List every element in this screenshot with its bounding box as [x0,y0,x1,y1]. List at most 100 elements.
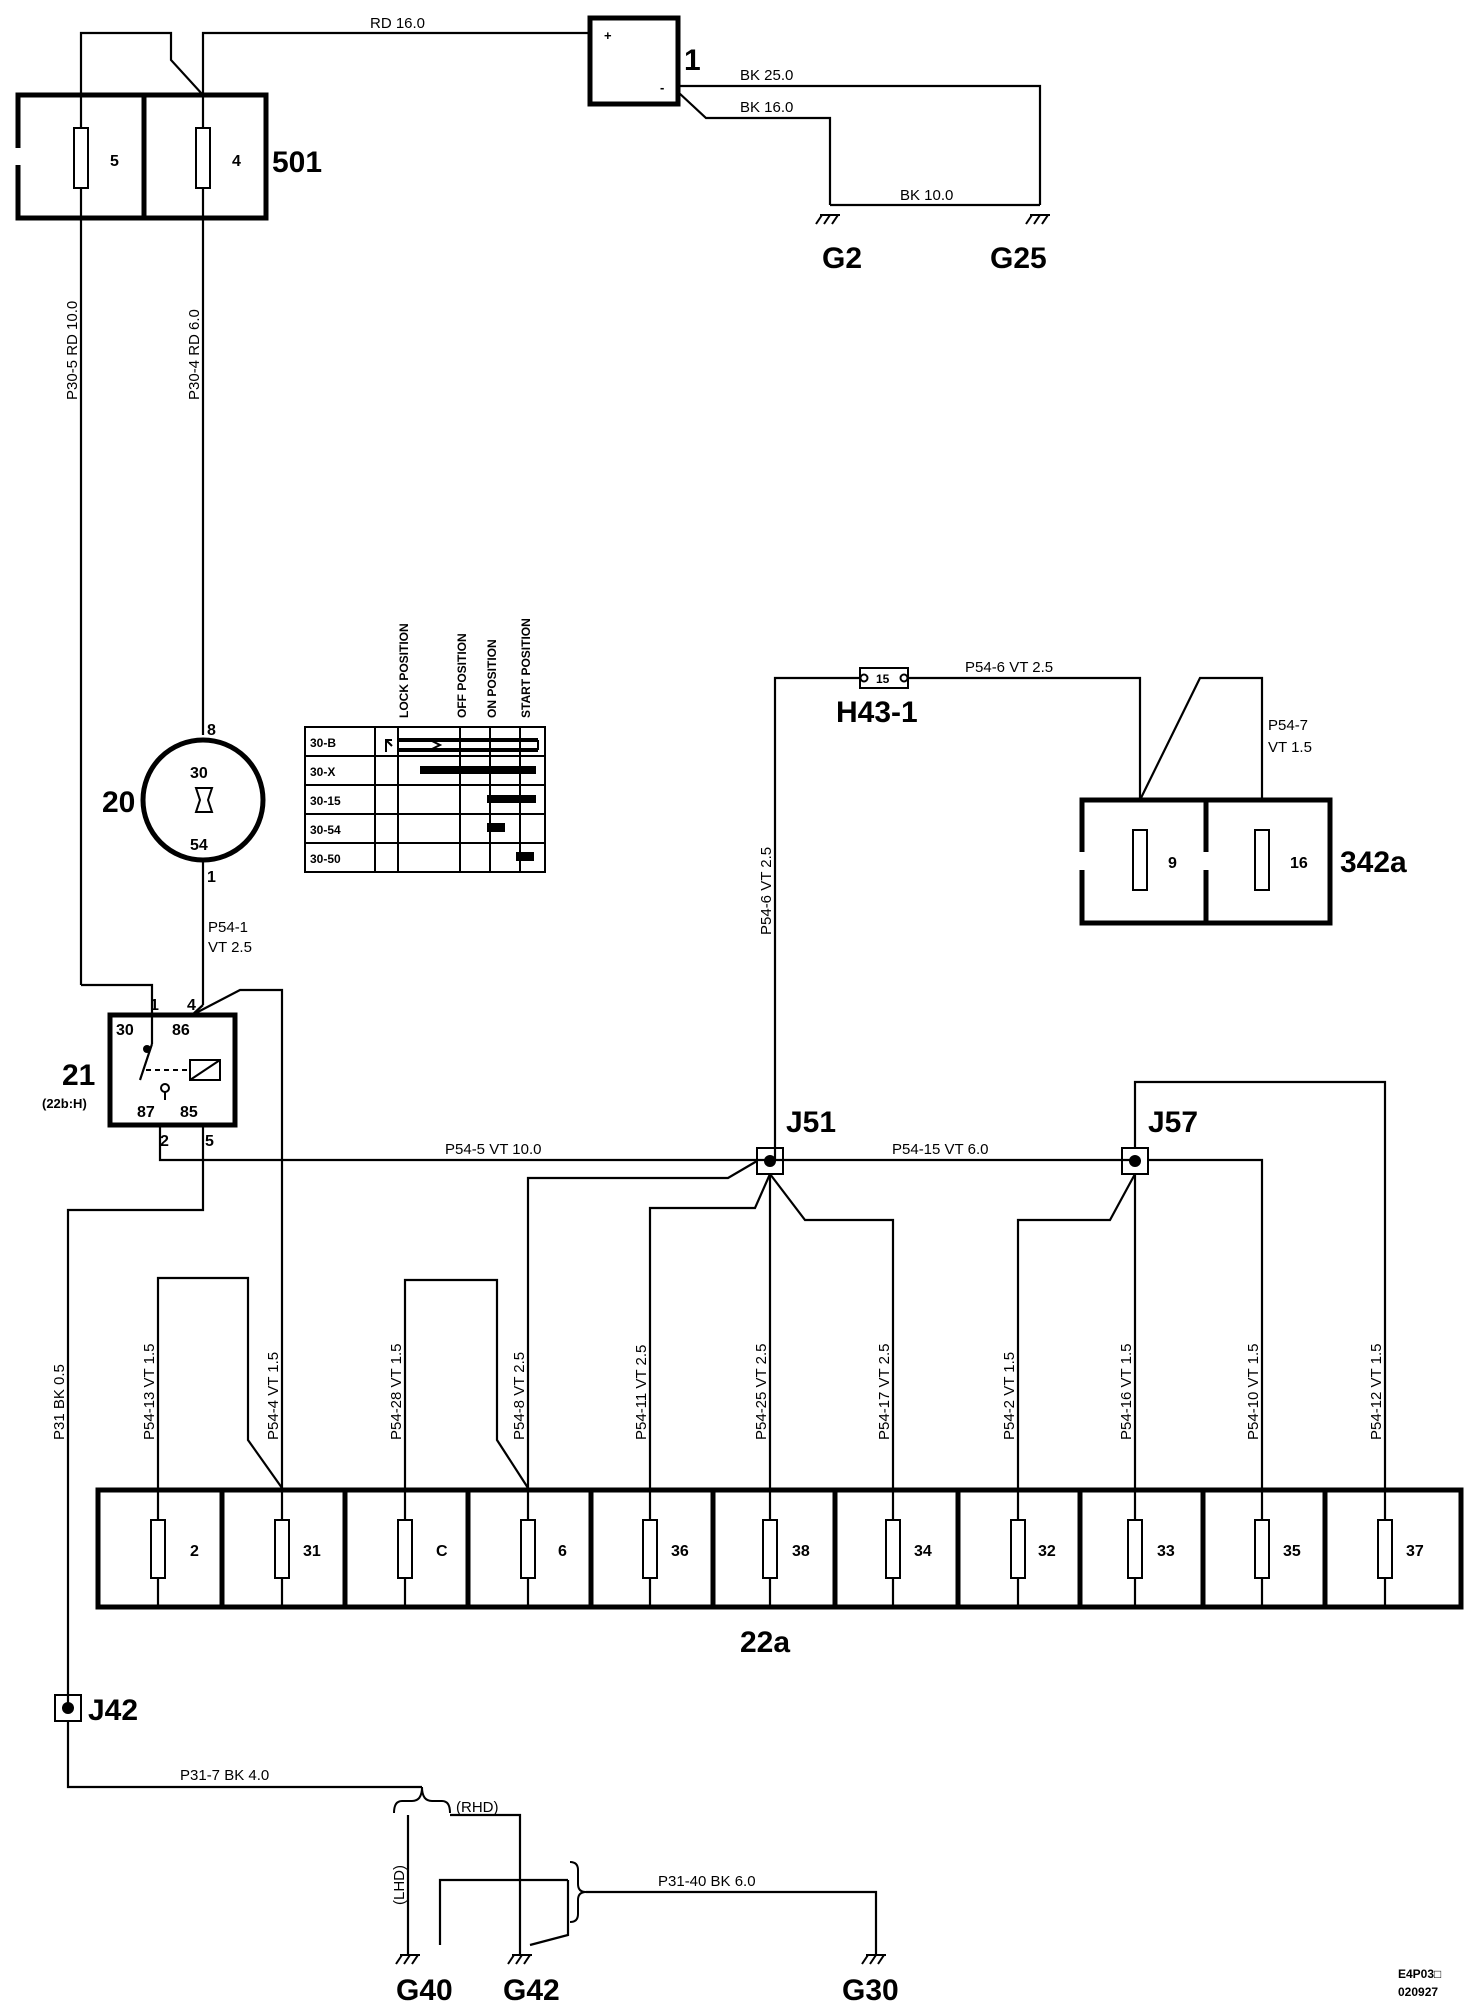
ground-g30-label: G30 [842,1974,899,2007]
wire-p54-16-label: P54-16 VT 1.5 [1118,1344,1135,1440]
doc-code-line1: E4P03□ [1398,1967,1441,1981]
ground-g25-symbol [1025,214,1050,225]
wire-p31-7-label: P31-7 BK 4.0 [180,1767,269,1784]
fuse-22a-37-label: 37 [1406,1543,1424,1560]
ignition-switch: 30 54 8 1 20 P54-1 VT 2.5 [102,722,266,1005]
switch-position-table: 30-B 30-X 30-15 30-54 30-50 LOCK POSITIO… [304,618,546,873]
fuse-22a-38 [762,1488,778,1607]
fuse-22a-33-label: 33 [1157,1543,1175,1560]
wire-p54-8-label: P54-8 VT 2.5 [511,1352,528,1440]
relay-label: 21 [62,1059,95,1092]
ground-g2-symbol [815,214,840,225]
relay-pin4: 4 [187,997,196,1014]
fuse-22a-c [397,1488,413,1607]
ground-g40-label: G40 [396,1974,453,2007]
fusebox-342a-section: 15 H43-1 P54-6 VT 2.5 P54-6 VT 2.5 P54-7… [758,659,1407,1160]
battery-label: 1 [684,44,701,77]
fuse-22a-31 [274,1488,290,1607]
row-3015: 30-15 [310,794,341,808]
variant-lhd-label: (LHD) [391,1865,408,1905]
junction-j42-label: J42 [88,1694,138,1727]
fuse-22a-32 [1010,1488,1026,1607]
ground-g42-label: G42 [503,1974,560,2007]
row-3050: 30-50 [310,852,341,866]
relay-t86: 86 [172,1022,190,1039]
wire-p54-28-label: P54-28 VT 1.5 [388,1344,405,1440]
fuse-22a-32-label: 32 [1038,1543,1056,1560]
wire-rd16-label: RD 16.0 [370,15,425,32]
row-30b: 30-B [310,736,336,750]
fuse-22a-c-label: C [436,1543,448,1560]
junction-bus: P54-5 VT 10.0 P54-15 VT 6.0 J51 J57 [156,1080,1387,1489]
fuse-22a-36 [642,1488,658,1607]
fuse-501-4 [195,127,211,189]
fuse-22a-2-label: 2 [190,1543,199,1560]
wire-p54-11-label: P54-11 VT 2.5 [633,1345,650,1440]
fuse-22a-34-label: 34 [914,1543,932,1560]
fuse-501-5-label: 5 [110,153,119,170]
relay-21: 30 86 87 85 1 4 2 5 21 (22b:H) P31 BK 0.… [42,983,765,1710]
wire-p31-label: P31 BK 0.5 [51,1364,68,1440]
relay-t87: 87 [137,1104,155,1121]
wire-bk16-label: BK 16.0 [740,99,793,116]
fuse-501-4-label: 4 [232,153,241,170]
ground-section: J42 P31-7 BK 4.0 (RHD) (LHD) P31-40 BK 6… [54,1694,899,2007]
fusebox-22a: 2 31 C 6 36 38 34 32 33 35 37 22a [95,1487,1464,1659]
battery-plus: + [604,28,612,43]
battery-minus: - [660,80,664,95]
fuse-342a-9-label: 9 [1168,855,1177,872]
wire-p30-4-label: P30-4 RD 6.0 [186,309,203,400]
fuse-h43-num: 15 [876,672,890,686]
feed-wires: P30-5 RD 10.0 P30-4 RD 6.0 [64,188,205,985]
wire-p31-40-label: P31-40 BK 6.0 [658,1873,756,1890]
battery-section: 5 4 501 RD 16.0 + - 1 BK 25.0 BK 16.0 BK… [14,15,1050,275]
wire-labels-22a: P54-13 VT 1.5 P54-4 VT 1.5 P54-28 VT 1.5… [141,1344,1385,1440]
fuse-22a-35 [1254,1488,1270,1607]
wire-p54-2-label: P54-2 VT 1.5 [1001,1352,1018,1440]
wire-p54-7-label-a: P54-7 [1268,717,1308,734]
wire-bk10-label: BK 10.0 [900,187,953,204]
variant-rhd-label: (RHD) [456,1799,499,1816]
relay-pin2: 2 [160,1133,169,1150]
wire-p54-1-label-a: P54-1 [208,919,248,936]
wire-p54-12-label: P54-12 VT 1.5 [1368,1344,1385,1440]
fuse-22a-6-label: 6 [558,1543,567,1560]
fusebox-501-label: 501 [272,146,322,179]
junction-j57-label: J57 [1148,1106,1198,1139]
battery [587,15,681,107]
fuse-22a-2 [150,1488,166,1607]
ignition-label: 20 [102,786,135,819]
fuse-22a-34 [885,1488,901,1607]
fuse-22a-36-label: 36 [671,1543,689,1560]
wire-p54-6-label: P54-6 VT 2.5 [965,659,1053,676]
fuse-342a-16-label: 16 [1290,855,1308,872]
wire-p54-6v-label: P54-6 VT 2.5 [758,847,775,935]
ground-g2-label: G2 [822,242,862,275]
fusebox-22a-label: 22a [740,1626,790,1659]
wire-p54-13-label: P54-13 VT 1.5 [141,1344,158,1440]
wire-p54-25-label: P54-25 VT 2.5 [753,1344,770,1440]
wire-p54-10-label: P54-10 VT 1.5 [1245,1344,1262,1440]
fuse-501-5 [73,127,89,189]
doc-code-line2: 020927 [1398,1985,1438,1999]
col-start: START POSITION [519,618,533,718]
wire-p54-17-label: P54-17 VT 2.5 [876,1344,893,1440]
col-on: ON POSITION [485,639,499,718]
fuse-22a-38-label: 38 [792,1543,810,1560]
fuse-22a-37 [1377,1488,1393,1607]
fuse-22a-33 [1127,1488,1143,1607]
ground-g25-label: G25 [990,242,1047,275]
relay-sub-label: (22b:H) [42,1096,87,1111]
wire-p54-15-label: P54-15 VT 6.0 [892,1141,988,1158]
col-off: OFF POSITION [455,633,469,718]
fuse-22a-6 [520,1488,536,1607]
ignition-pin1: 1 [207,869,216,886]
wire-bk25-label: BK 25.0 [740,67,793,84]
relay-pin1: 1 [150,997,159,1014]
ignition-t54: 54 [190,837,208,854]
fuse-h43-label: H43-1 [836,696,918,729]
ground-g30-symbol [861,1945,886,1965]
ignition-t30: 30 [190,765,208,782]
wire-p54-5-label: P54-5 VT 10.0 [445,1141,541,1158]
relay-t85: 85 [180,1104,198,1121]
